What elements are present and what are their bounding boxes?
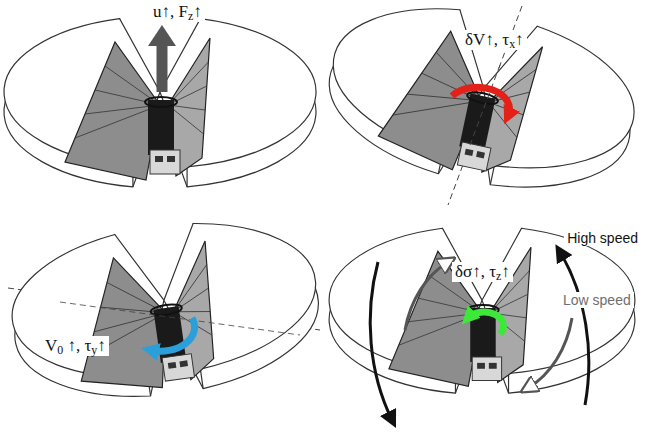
yaw-torque-arrow xyxy=(468,312,503,334)
box-hole xyxy=(476,151,485,158)
wing xyxy=(65,42,160,180)
sweep-edge xyxy=(200,369,203,388)
axis-line xyxy=(60,302,300,335)
robot-body xyxy=(148,100,174,155)
pitch-label: V0 ↑, τy↑ xyxy=(42,336,109,356)
speed-label: Low speed xyxy=(560,292,634,308)
box-hole xyxy=(489,363,497,369)
sweep-edge xyxy=(186,167,187,187)
yaw-label: δσ↑, τz↑ xyxy=(452,262,513,282)
box-hole xyxy=(477,363,485,369)
box-hole xyxy=(167,156,175,162)
high-speed-arc xyxy=(370,262,392,420)
pitch-torque-arrow xyxy=(150,318,195,351)
thrust-arrow xyxy=(157,44,168,92)
box-hole xyxy=(155,156,163,162)
thrust-label: u↑, Fz↑ xyxy=(150,2,205,22)
low-speed-arc xyxy=(405,262,448,330)
gimbal-ring xyxy=(145,97,177,107)
robot xyxy=(315,0,645,211)
battery-box xyxy=(162,354,194,381)
low-speed-arc xyxy=(528,318,572,388)
box-hole xyxy=(168,362,177,369)
robot xyxy=(3,208,329,414)
sweep-edge xyxy=(508,374,509,394)
box-hole xyxy=(179,360,188,367)
battery-box xyxy=(472,357,501,381)
speed-label: High speed xyxy=(564,230,641,246)
roll-label: δV↑, τx↑ xyxy=(462,30,527,50)
wing-vein xyxy=(75,105,160,138)
battery-box xyxy=(457,142,491,171)
wing-vein xyxy=(105,66,160,105)
robot xyxy=(4,19,316,187)
axis-line xyxy=(470,65,500,145)
battery-box xyxy=(150,150,180,174)
box-hole xyxy=(465,149,474,156)
thrust-arrowhead xyxy=(148,25,176,46)
high-speed-arc xyxy=(560,252,589,405)
roll-torque-arrow xyxy=(452,87,510,116)
